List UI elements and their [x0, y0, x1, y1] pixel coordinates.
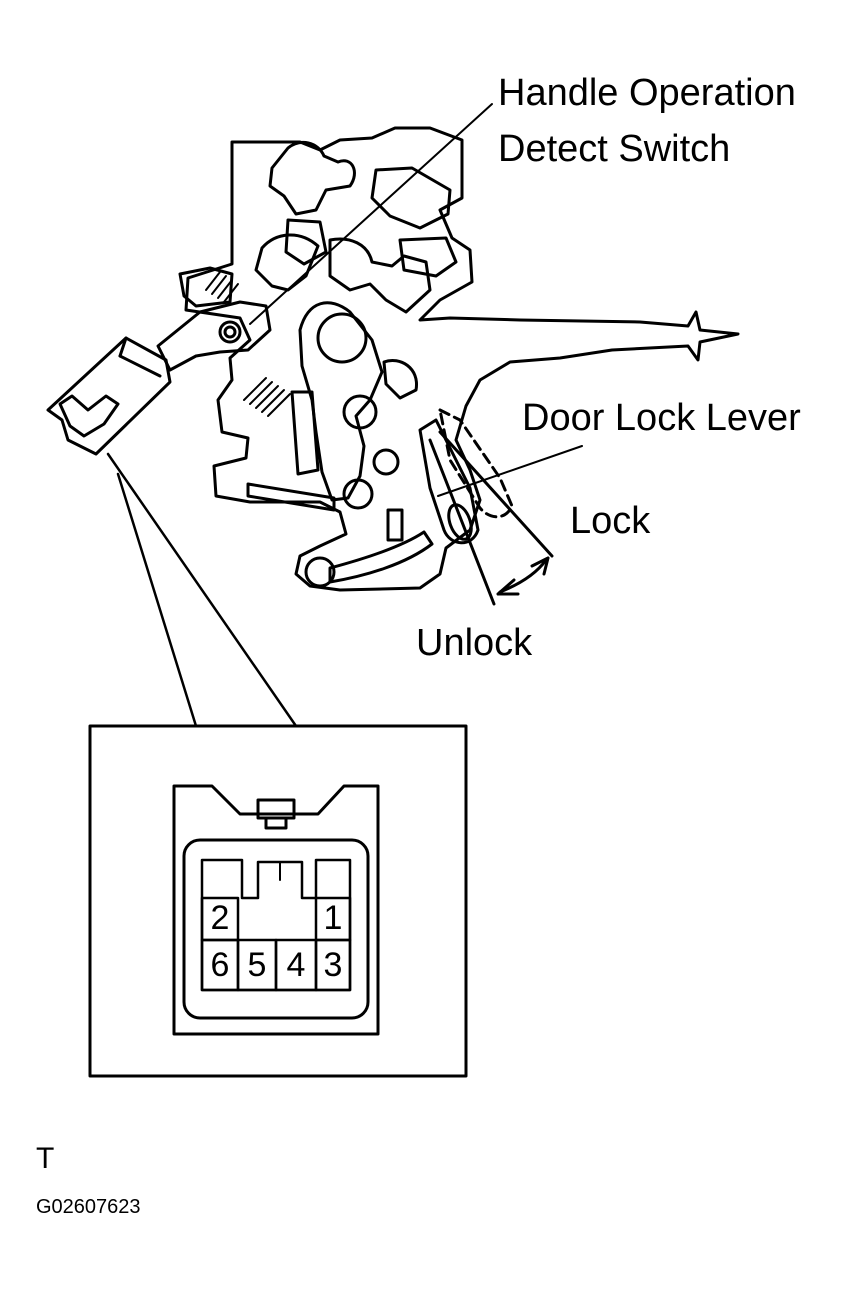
label-unlock: Unlock [416, 622, 533, 664]
switch-edge [120, 338, 126, 356]
pin-label-6: 6 [210, 946, 230, 984]
connector-inner-housing [184, 840, 368, 1018]
connector-outer-housing [174, 786, 378, 1034]
curved-slot [388, 510, 402, 540]
mechanism-part [256, 235, 318, 290]
corner-mark: T [36, 1142, 55, 1175]
label-detect-switch: Detect Switch [498, 128, 731, 170]
handle-operation-detect-switch-body [48, 338, 170, 454]
switch-edge [120, 356, 160, 376]
pivot-circle [344, 396, 376, 428]
pivot-circle [306, 558, 334, 586]
mechanism-part [286, 220, 326, 264]
pin-label-1: 1 [323, 899, 343, 937]
connector-inset-frame [90, 726, 466, 1076]
switch-arm [158, 302, 270, 370]
pivot-circle [344, 480, 372, 508]
swing-arrowhead-lock [532, 558, 548, 574]
pin-label-5: 5 [247, 946, 267, 984]
curved-slot [292, 392, 318, 474]
swing-arrowhead-unlock [498, 580, 518, 594]
door-lock-lever [420, 420, 478, 543]
curved-slot [330, 532, 432, 582]
label-handle-operation: Handle Operation [498, 72, 796, 114]
curved-slot [384, 360, 417, 398]
mechanism-part-top [270, 142, 354, 214]
pivot-circle [220, 322, 240, 342]
pin-label-2: 2 [210, 899, 230, 937]
door-lock-lever-locked-position [440, 410, 512, 517]
pin-label-4: 4 [286, 946, 306, 984]
terminal-cell-3 [316, 940, 350, 990]
switch-connector-face [60, 396, 118, 436]
label-lock: Lock [570, 500, 651, 542]
figure-code: G02607623 [36, 1196, 141, 1218]
pivot-circle [225, 327, 235, 337]
callout-line [108, 454, 296, 726]
connector-lock-tab-inner [266, 818, 286, 828]
leader-lever [438, 446, 582, 496]
label-door-lock-lever: Door Lock Lever [522, 397, 801, 439]
swing-ref-line [440, 432, 552, 556]
pivot-circle [374, 450, 398, 474]
switch-bracket [180, 268, 232, 306]
pin-label-3: 3 [323, 946, 343, 984]
mechanism-part [330, 239, 430, 312]
mechanism-part [400, 238, 456, 276]
leader-switch [250, 104, 492, 324]
swing-ref-line [430, 440, 494, 604]
gear-hatching [206, 272, 290, 416]
curved-slot [248, 484, 334, 510]
pivot-circle [318, 314, 366, 362]
callout-line [118, 474, 196, 726]
central-slider [300, 303, 382, 500]
